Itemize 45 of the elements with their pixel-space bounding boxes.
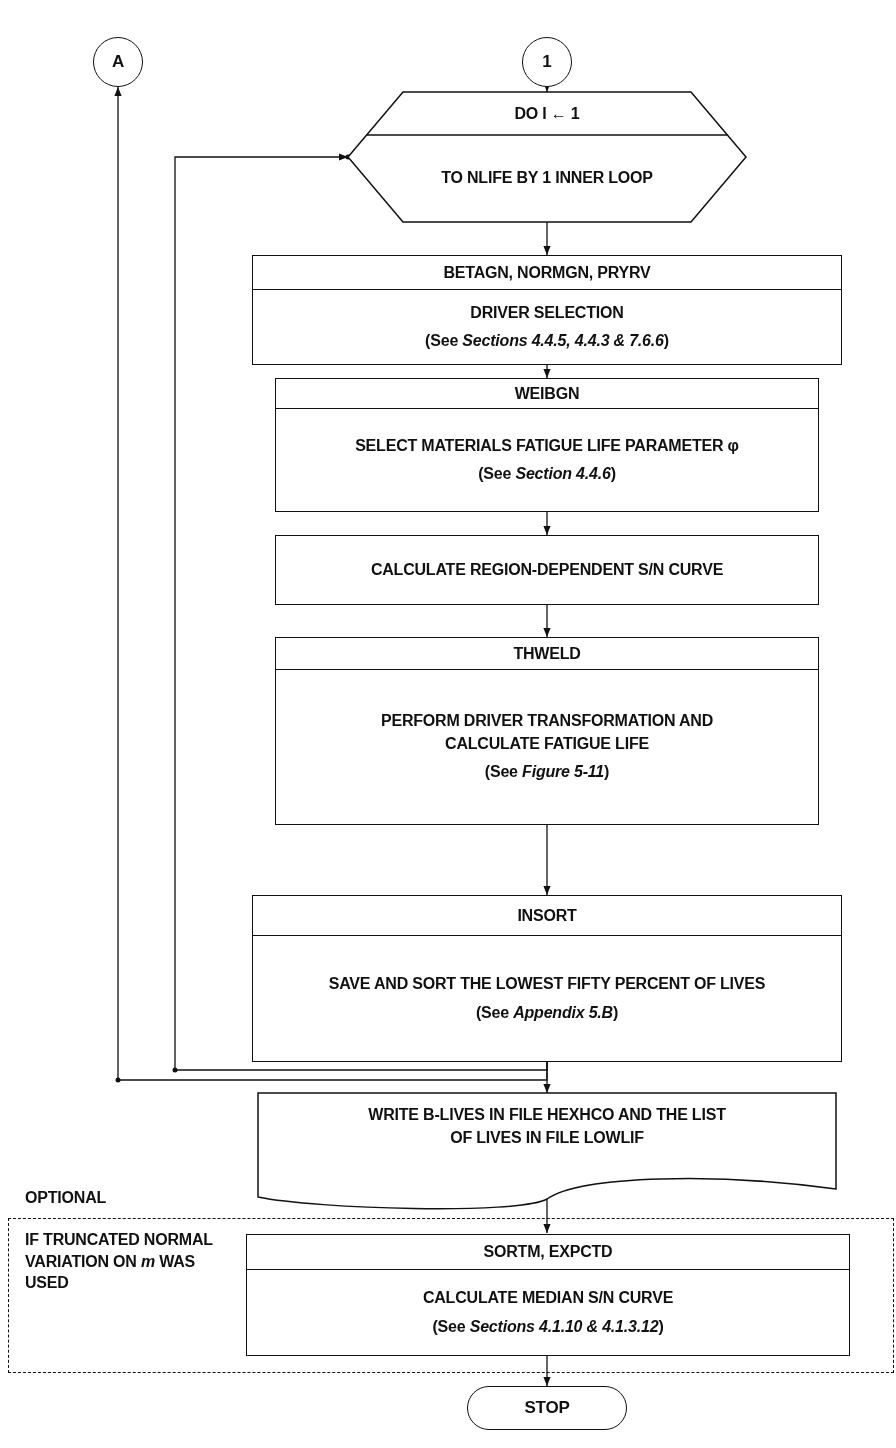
flow-arrow — [114, 86, 548, 1081]
flow-arrow — [543, 221, 551, 256]
process-box — [246, 1234, 850, 1356]
document-text: WRITE B-LIVES IN FILE HEXHCO AND THE LIST OF LIVES IN FILE LOWLIF — [368, 1105, 726, 1149]
connector-circle — [93, 37, 143, 87]
document-shape — [258, 1093, 836, 1211]
process-box — [275, 637, 819, 825]
process-text: CALCULATE REGION-DEPENDENT S/N CURVE — [370, 559, 724, 580]
reference-note: (See Section 4.4.6) — [478, 464, 616, 484]
module-name: THWELD — [513, 644, 581, 663]
flow-arrow — [543, 1198, 551, 1234]
flow-arrow — [543, 1354, 551, 1387]
flow-arrow — [174, 153, 548, 1071]
connector-label: A — [111, 52, 125, 72]
process-text: DRIVER SELECTION — [470, 302, 624, 323]
terminator-label: STOP — [524, 1398, 570, 1418]
module-name: BETAGN, NORMGN, PRYRV — [443, 263, 651, 282]
terminator — [467, 1386, 627, 1430]
process-text: CALCULATE MEDIAN S/N CURVE — [422, 1288, 674, 1309]
condition-text: IF TRUNCATED NORMAL VARIATION ON m WAS USED — [25, 1230, 214, 1294]
reference-note: (See Sections 4.1.10 & 4.1.3.12) — [432, 1316, 664, 1337]
flow-arrow — [543, 824, 551, 896]
module-name: WEIBGN — [514, 384, 580, 403]
module-name: INSORT — [517, 906, 577, 925]
process-text: SELECT MATERIALS FATIGUE LIFE PARAMETER φ — [355, 435, 739, 456]
process-text: PERFORM DRIVER TRANSFORMATION AND CALCULATE FATIGUE LIFE — [379, 711, 715, 754]
module-name: SORTM, EXPCTD — [483, 1243, 613, 1261]
region-heading: OPTIONAL — [25, 1189, 107, 1207]
loop-hexagon — [348, 92, 746, 222]
process-box — [275, 535, 819, 605]
process-box — [252, 895, 842, 1062]
flow-arrow — [543, 1061, 551, 1094]
connector-label: 1 — [542, 52, 552, 72]
flow-arrow — [543, 364, 551, 379]
flow-arrow — [543, 511, 551, 536]
flow-arrow — [543, 604, 551, 638]
reference-note: (See Appendix 5.B) — [475, 1002, 619, 1023]
loop-start-text: DO I ← 1 — [514, 104, 580, 123]
process-box — [252, 255, 842, 365]
reference-note: (See Sections 4.4.5, 4.4.3 & 7.6.6) — [425, 331, 669, 351]
reference-note: (See Figure 5-11) — [484, 762, 610, 783]
process-text: SAVE AND SORT THE LOWEST FIFTY PERCENT OF LIVES — [328, 974, 766, 995]
process-box — [275, 378, 819, 512]
loop-end-text: TO NLIFE BY 1 INNER LOOP — [441, 168, 653, 189]
connector-circle — [522, 37, 572, 87]
